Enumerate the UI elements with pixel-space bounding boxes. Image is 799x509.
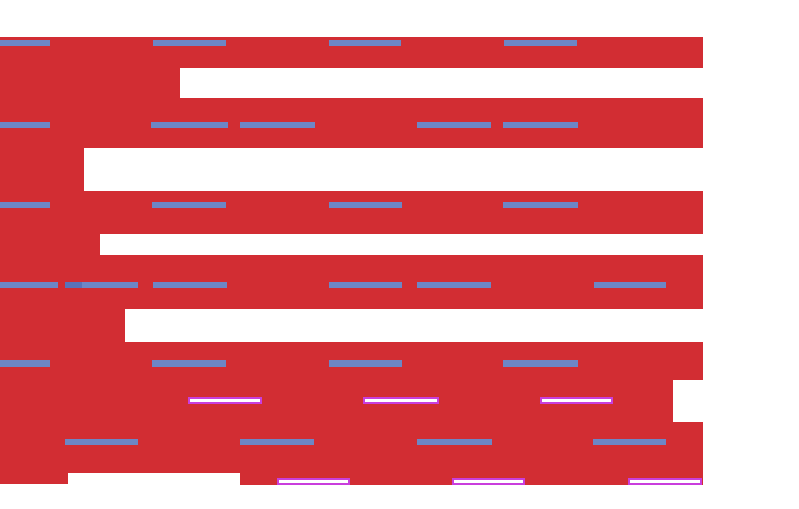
- blue-highlight-bar-row3: [503, 202, 578, 208]
- blue-highlight-bar-row1: [504, 40, 577, 46]
- white-gap-4: [125, 309, 703, 342]
- blue-highlight-bar-row2: [151, 122, 228, 128]
- blue-highlight-bar-row5: [0, 360, 50, 367]
- white-gap-3: [100, 234, 703, 255]
- blue-highlight-bar-row4: [82, 282, 138, 288]
- blue-highlight-bar-row1: [329, 40, 401, 46]
- blue-highlight-bar-row7: [417, 439, 492, 445]
- blue-highlight-bar-row3: [152, 202, 226, 208]
- blue-highlight-bar-row2: [240, 122, 315, 128]
- blue-highlight-bar-row7: [240, 439, 314, 445]
- outlined-highlight-bar-row8: [628, 478, 702, 485]
- outlined-highlight-bar-row6: [363, 397, 439, 404]
- blue-highlight-bar-row5: [329, 360, 402, 367]
- blue-highlight-bar-row4: [153, 282, 227, 288]
- red-block-bottom-left: [0, 473, 68, 484]
- blue-highlight-bar-row4: [0, 282, 58, 288]
- blue-highlight-bar-row4: [594, 282, 666, 288]
- blue-highlight-bar-row4: [65, 282, 82, 288]
- blue-highlight-bar-row7: [65, 439, 138, 445]
- blue-highlight-bar-row3: [329, 202, 402, 208]
- white-gap-2: [84, 148, 703, 191]
- blue-highlight-bar-row5: [503, 360, 578, 367]
- blue-highlight-bar-row1: [0, 40, 50, 46]
- blue-highlight-bar-row2: [0, 122, 50, 128]
- blue-highlight-bar-row2: [417, 122, 491, 128]
- outlined-highlight-bar-row6: [540, 397, 613, 404]
- blue-highlight-bar-row4: [329, 282, 402, 288]
- outlined-highlight-bar-row8: [277, 478, 350, 485]
- red-block-main: [0, 37, 703, 473]
- blue-highlight-bar-row4: [417, 282, 491, 288]
- white-notch-right: [673, 380, 703, 422]
- blue-highlight-bar-row5: [152, 360, 226, 367]
- blue-highlight-bar-row7: [593, 439, 666, 445]
- blue-highlight-bar-row1: [153, 40, 226, 46]
- blue-highlight-bar-row2: [503, 122, 578, 128]
- blue-highlight-bar-row3: [0, 202, 50, 208]
- outlined-highlight-bar-row6: [188, 397, 262, 404]
- white-gap-1: [180, 68, 703, 98]
- outlined-highlight-bar-row8: [452, 478, 525, 485]
